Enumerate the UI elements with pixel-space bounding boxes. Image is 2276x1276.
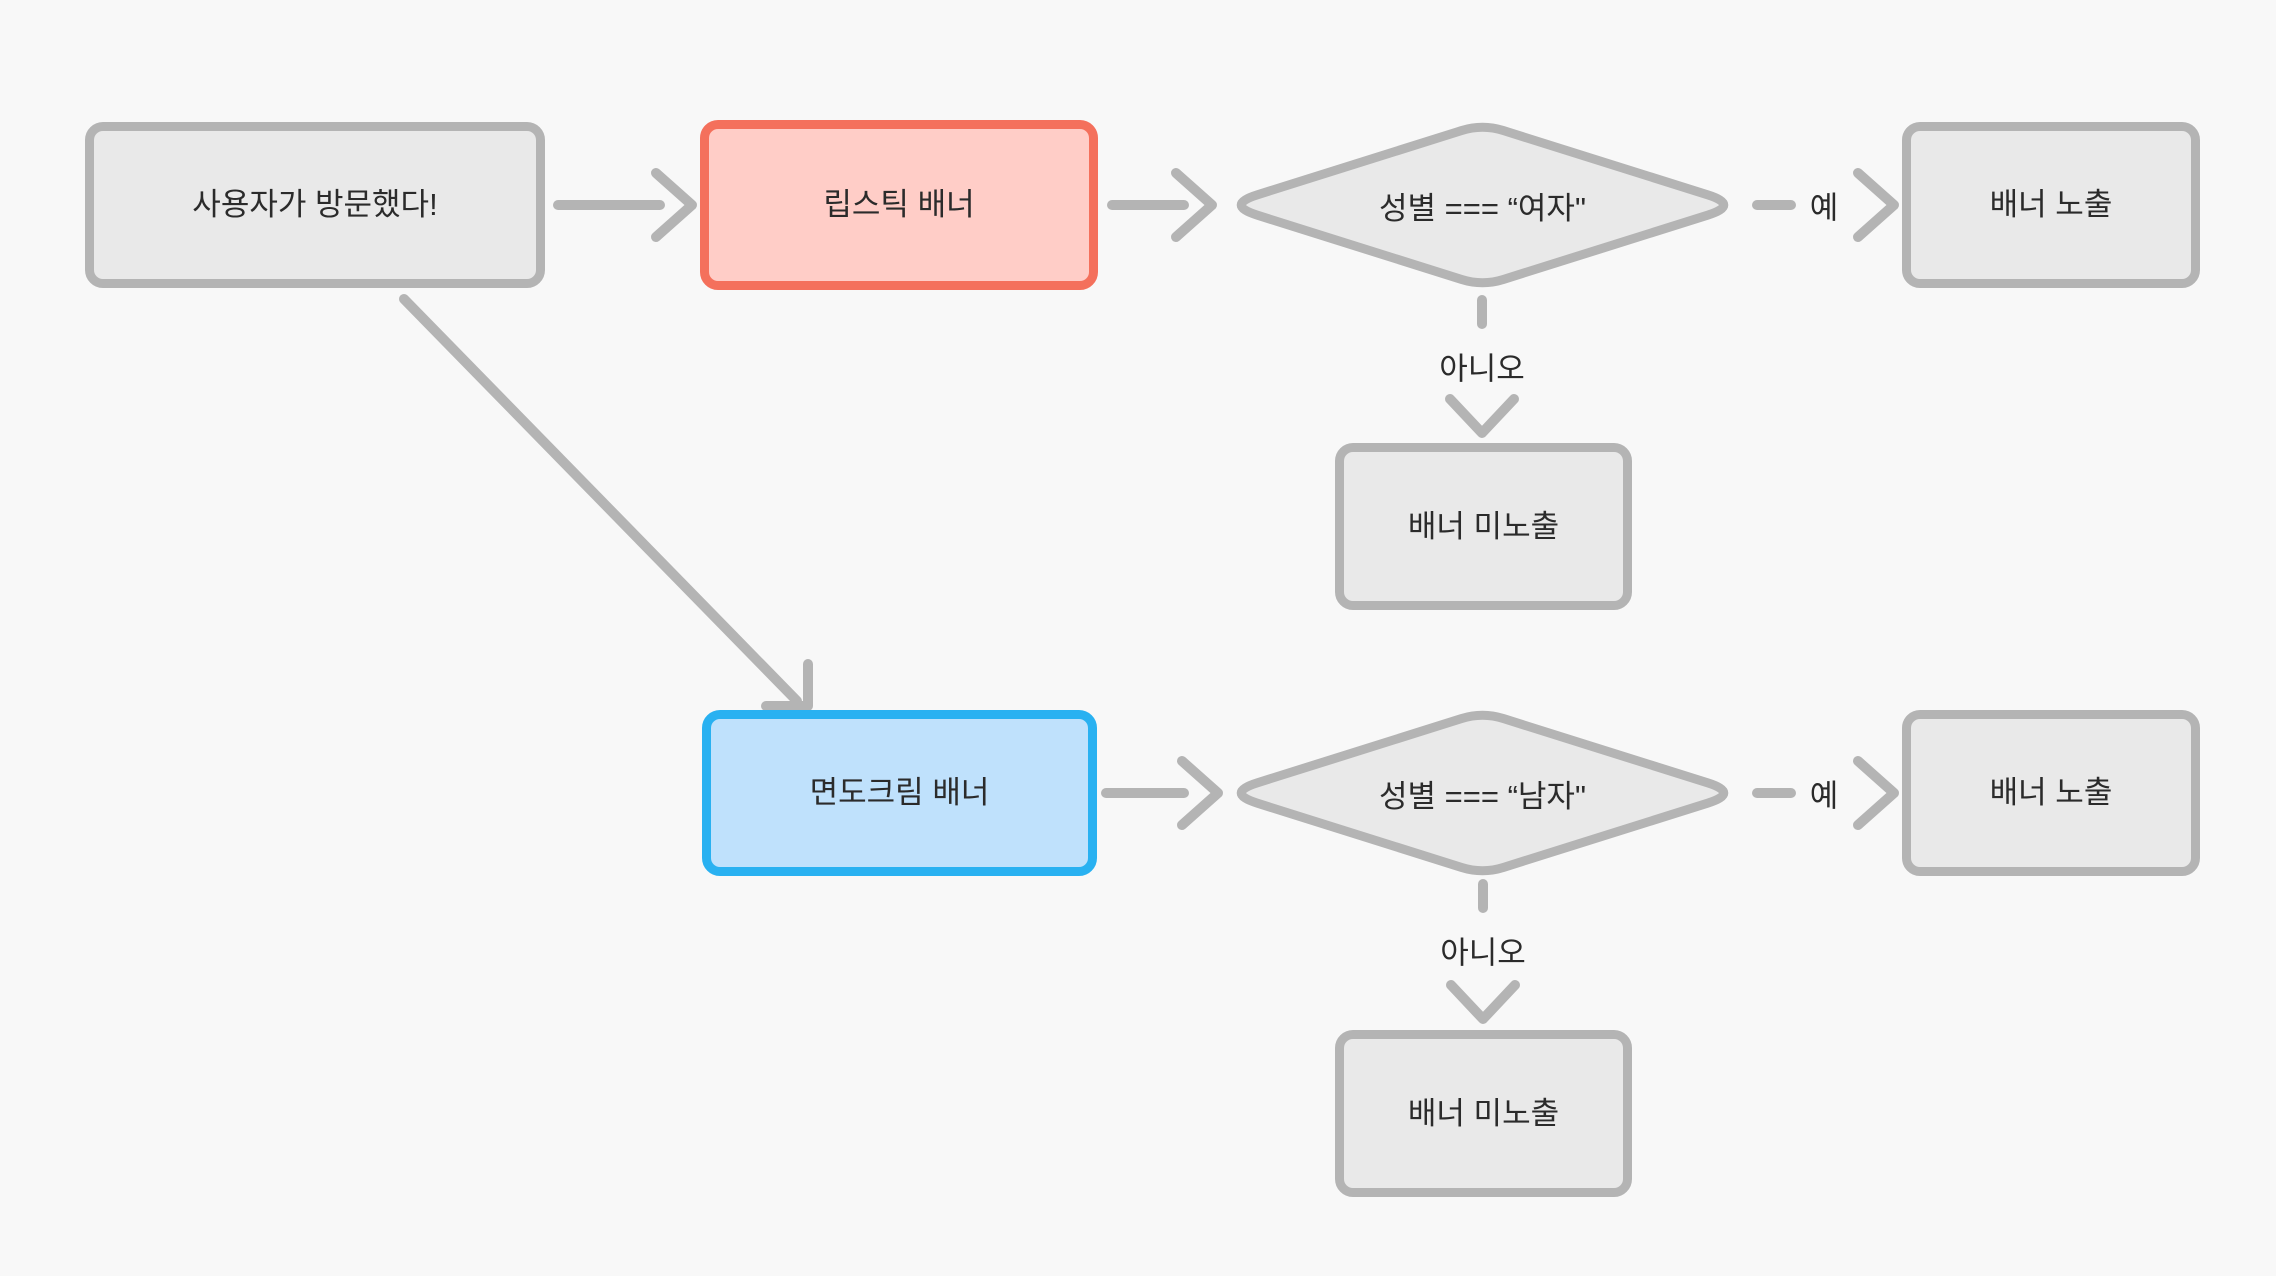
gender-female-check-label: 성별 === “여자" <box>1379 190 1586 226</box>
edge-start-to-shaving <box>399 294 813 711</box>
edge-label-female-no: 아니오 <box>1439 351 1525 387</box>
node-shaving-cream-banner: 면도크림 배너 <box>702 710 1097 876</box>
node-gender-male-check: 성별 === “남자" <box>1220 707 1745 879</box>
node-lipstick-banner: 립스틱 배너 <box>700 120 1098 290</box>
node-banner-hidden-male: 배너 미노출 <box>1335 1030 1632 1197</box>
diamond-shape-male <box>1236 710 1729 876</box>
edge-label-male-no: 아니오 <box>1440 935 1526 971</box>
edge-start-to-lipstick <box>553 168 697 242</box>
diamond-shape-female <box>1236 122 1729 288</box>
node-gender-female-check: 성별 === “여자" <box>1220 119 1745 291</box>
edge-shaving-to-male-check <box>1101 756 1223 830</box>
gender-male-check-label: 성별 === “남자" <box>1379 778 1586 814</box>
edge-label-male-yes: 예 <box>1809 778 1839 814</box>
node-start: 사용자가 방문했다! <box>85 122 545 288</box>
node-banner-hidden-female: 배너 미노출 <box>1335 443 1632 610</box>
diamond-path-female <box>1236 122 1729 288</box>
node-banner-shown-male: 배너 노출 <box>1902 710 2200 876</box>
edge-label-female-yes: 예 <box>1809 190 1839 226</box>
edge-lipstick-to-female-check <box>1107 168 1217 242</box>
node-banner-shown-female: 배너 노출 <box>1902 122 2200 288</box>
diamond-path-male <box>1236 710 1729 876</box>
